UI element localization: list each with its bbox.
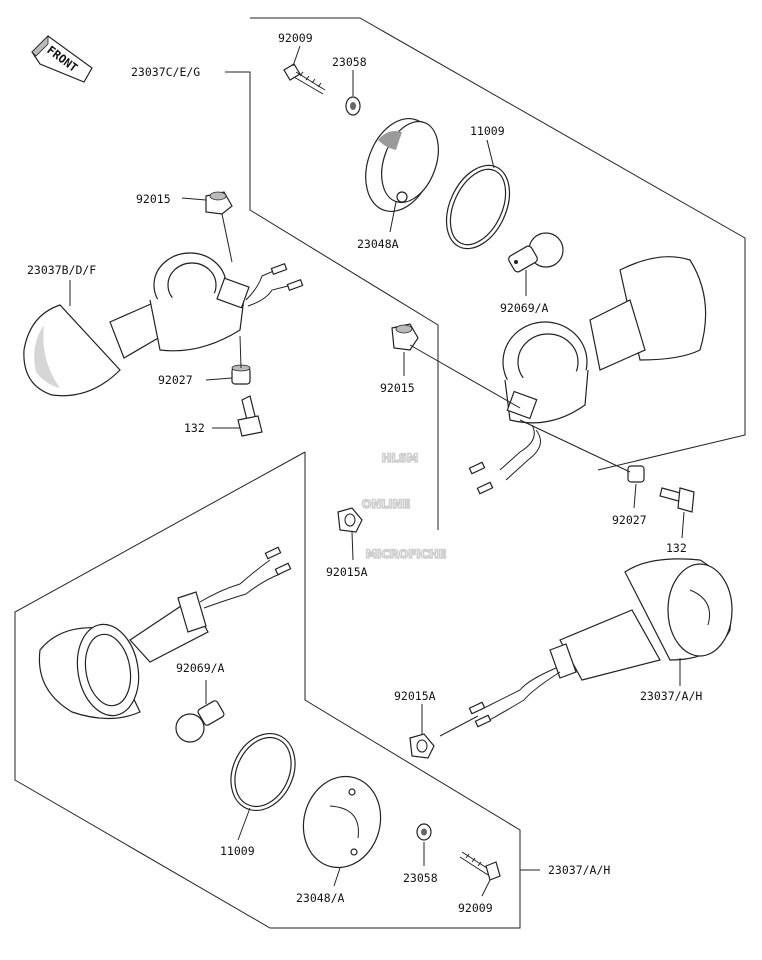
callout-23058-lower: 23058	[403, 871, 438, 885]
screw-lower-icon	[459, 851, 501, 881]
bulb-upper-icon	[508, 232, 564, 273]
screw-upper-icon	[283, 63, 326, 95]
callout-23037-a-h-right: 23037/A/H	[640, 689, 702, 703]
callout-92015-mid: 92015	[380, 381, 415, 395]
callout-132-left: 132	[184, 421, 205, 435]
lower-group-box	[304, 452, 540, 871]
callout-92027-right: 92027	[612, 513, 647, 527]
callout-132-right: 132	[666, 541, 687, 555]
collar-92027-right-icon	[627, 465, 645, 483]
lower-left-turn-signal	[38, 546, 292, 720]
callout-92027-left: 92027	[158, 373, 193, 387]
callout-23058-upper: 23058	[332, 55, 367, 69]
callout-23037-a-h-lower: 23037/A/H	[548, 863, 610, 877]
watermark-line1: HLSM	[382, 451, 419, 465]
washer-upper-icon	[345, 96, 361, 116]
assembly-boxes	[14, 17, 746, 929]
right-mid-turn-signal	[468, 256, 707, 495]
upper-lens-housing	[365, 117, 439, 213]
callout-11009-upper: 11009	[470, 124, 505, 138]
nut-92015a-lower-icon	[409, 733, 435, 759]
callout-labels: 92009 23058 23037C/E/G 11009 92015 23048…	[27, 31, 702, 915]
callout-92015-upper: 92015	[136, 192, 171, 206]
nut-92015a-mid-icon	[337, 507, 363, 533]
nut-92015-upper-icon	[205, 191, 233, 215]
callout-11009-lower: 11009	[220, 844, 255, 858]
callout-92069a-upper: 92069/A	[500, 301, 549, 315]
bolt-132-right-icon	[659, 487, 695, 513]
left-turn-signal	[23, 252, 304, 397]
bulb-lower-icon	[175, 700, 225, 743]
bolt-132-left-icon	[237, 395, 263, 437]
leader-lines	[69, 45, 685, 897]
washer-lower-icon	[416, 823, 432, 841]
nut-92015-mid-icon	[391, 323, 419, 351]
callout-23048a: 23048A	[357, 237, 399, 251]
callout-92015a-mid: 92015A	[326, 565, 368, 579]
callout-92009-lower: 92009	[458, 901, 493, 915]
callout-92015a-lower: 92015A	[394, 689, 436, 703]
lower-right-turn-signal	[468, 558, 733, 728]
upper-group-box-outer	[250, 17, 746, 471]
callout-23048-a: 23048/A	[296, 891, 345, 905]
gasket-ring-lower	[230, 732, 296, 812]
watermark: HLSM ONLINE MICROFICHE	[361, 450, 447, 562]
callout-92009-upper: 92009	[278, 31, 313, 45]
callout-23037c-e-g: 23037C/E/G	[131, 65, 200, 79]
watermark-line2: ONLINE	[362, 497, 411, 511]
callout-92069a-lower: 92069/A	[176, 661, 225, 675]
lower-group-box-outer	[14, 451, 521, 929]
lens-lower	[302, 775, 382, 869]
callout-23037b-d-f: 23037B/D/F	[27, 263, 96, 277]
gasket-ring-upper	[445, 164, 511, 250]
watermark-line3: MICROFICHE	[366, 547, 447, 561]
front-arrow-icon: FRONT	[31, 35, 93, 83]
upper-group-box	[225, 71, 439, 530]
